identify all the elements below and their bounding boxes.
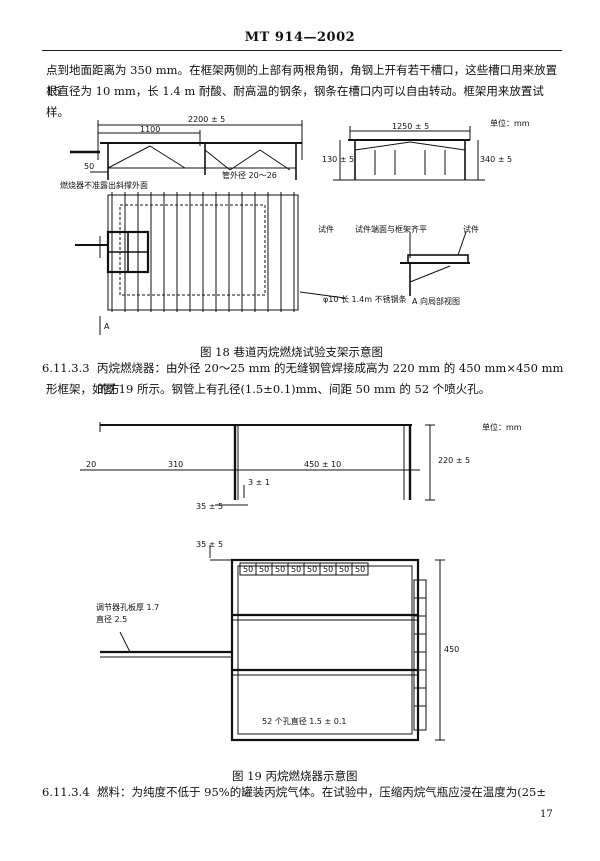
fig18-caption: 图 18 巷道丙烷燃烧试验支架示意图: [200, 345, 383, 359]
fig18-dim-half: 1100: [140, 125, 161, 134]
document-code: MT 914—2002: [244, 30, 356, 45]
section-6-11-3-4-text: 燃料：为纯度不低于 95%的罐装丙烷气体。在试验中，压缩丙烷气瓶应浸在温度为(2…: [97, 785, 546, 799]
fig18-label-flush: 试件端面与框架齐平: [355, 225, 427, 234]
fig19-hole-spacing-8: 50: [355, 565, 366, 574]
fig19-dim-35-vertical: 35 ± 5: [196, 540, 224, 549]
fig19-dim-450-vertical: 450: [444, 645, 460, 654]
fig18-note-pipe: 管外径 20～26: [222, 171, 277, 180]
fig19-hole-spacing-4: 50: [291, 565, 302, 574]
fig18-dim-50: 50: [84, 162, 95, 171]
fig19-dim-310: 310: [168, 460, 184, 469]
body-text-line-2: 根直径为 10 mm，长 1.4 m 耐酸、耐高温的钢条，钢条在槽口内可以自由转…: [46, 84, 544, 119]
fig18-label-specimen: 试件: [318, 225, 334, 234]
section-6-11-3-3-number: 6.11.3.3: [42, 361, 90, 375]
page-number: 17: [540, 809, 553, 820]
fig19-dim-450: 450 ± 10: [304, 460, 342, 469]
fig18-label-view: A 向局部视图: [412, 297, 461, 306]
section-6-11-3-3-text-1: 丙烷燃烧器：由外径 20～25 mm 的无缝钢管焊接成高为 220 mm 的 4…: [97, 361, 564, 396]
fig19-hole-spacing-6: 50: [323, 565, 334, 574]
fig18-note-burner: 燃烧器不准露出斜撑外面: [60, 181, 148, 190]
fig18-dim-130: 130 ± 5: [322, 155, 355, 164]
fig18-dim-total: 2200 ± 5: [188, 115, 226, 124]
fig18-label-a: A: [104, 322, 110, 331]
fig19-hole-spacing-3: 50: [275, 565, 286, 574]
fig19-caption: 图 19 丙烷燃烧器示意图: [232, 769, 358, 783]
fig19-note-regulator-2: 直径 2.5: [96, 615, 128, 624]
section-6-11-3-3-text-2: 形框架，如图 19 所示。钢管上有孔径(1.5±0.1)mm、间距 50 mm …: [46, 382, 491, 396]
header-rule: [42, 50, 562, 51]
fig18-unit: 单位：mm: [490, 119, 530, 128]
fig19-hole-spacing-1: 50: [243, 565, 254, 574]
fig19-hole-spacing-7: 50: [339, 565, 350, 574]
fig19-dim-20: 20: [86, 460, 97, 469]
fig19-hole-spacing-2: 50: [259, 565, 270, 574]
section-6-11-3-4-number: 6.11.3.4: [42, 785, 90, 799]
fig19-note-holes: 52 个孔直径 1.5 ± 0.1: [262, 717, 347, 726]
fig19-dim-3: 3 ± 1: [248, 478, 270, 487]
fig19-dim-220: 220 ± 5: [438, 456, 471, 465]
body-text-line-1: 点到地面距离为 350 mm。在框架两侧的上部有两根角钢，角钢上开有若干槽口，这…: [46, 63, 558, 98]
fig19-unit: 单位：mm: [482, 423, 522, 432]
fig18-label-specimen-2: 试件: [463, 225, 479, 234]
fig19-note-regulator-1: 调节器孔板厚 1.7: [96, 603, 160, 612]
fig19-dim-35: 35 ± 5: [196, 502, 224, 511]
fig18-label-bars: φ10 长 1.4m 不锈钢条: [323, 295, 407, 304]
fig18-dim-1250: 1250 ± 5: [392, 122, 430, 131]
fig19-hole-spacing-5: 50: [307, 565, 318, 574]
fig18-dim-340: 340 ± 5: [480, 155, 513, 164]
